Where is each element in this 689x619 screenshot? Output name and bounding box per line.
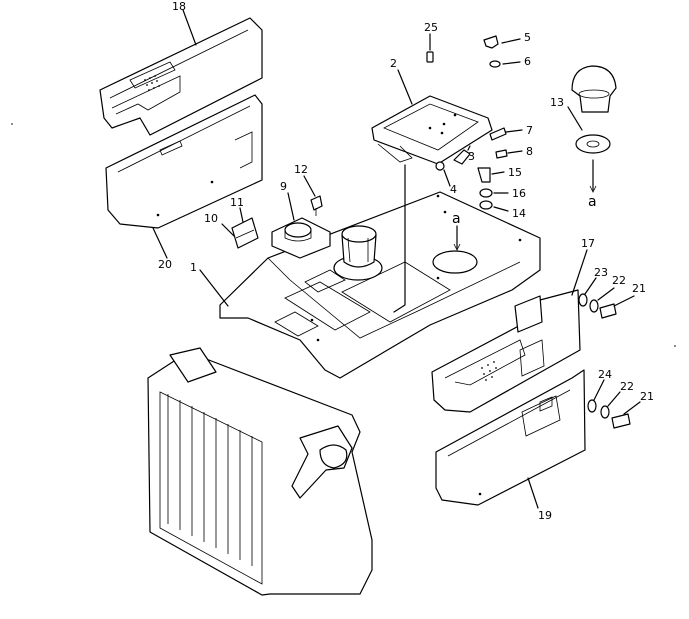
callout-11: 11 [230,196,244,209]
reference-a-knob: a [588,194,597,210]
control-column [333,225,383,281]
callout-15: 15 [508,166,522,179]
part-14-washer [479,200,493,210]
callout-labels: 18 25 5 6 2 13 7 8 3 15 4 16 14 12 9 11 … [158,0,654,522]
callout-25: 25 [424,21,438,34]
registration-dot [11,123,13,125]
part-16-washer [479,188,493,198]
part-17-upper-right-cover [431,289,581,413]
callout-22-lower: 22 [620,380,634,393]
callout-12: 12 [294,163,308,176]
part-7-bolt [489,127,507,141]
callout-7: 7 [526,124,533,137]
callout-24: 24 [598,368,612,381]
callout-21-lower: 21 [640,390,654,403]
callout-10: 10 [204,212,218,225]
part-20-lower-left-cover [105,94,263,229]
callout-18: 18 [172,0,186,13]
part-22-washer-a [589,299,599,313]
part-11-bracket [231,217,259,249]
part-23-washer [578,293,588,307]
part-19-lower-right-cover [435,369,586,506]
callout-23: 23 [594,266,608,279]
part-3-bolt [453,149,471,165]
part-18-upper-left-cover [99,17,263,136]
part-2-top-plate [371,95,493,165]
part-6-washer [489,60,501,68]
part-4-nut [435,161,445,171]
part-9-cap-housing [271,217,331,259]
leader-lines [152,9,641,509]
reference-a-panel: a [452,211,461,227]
callout-3: 3 [468,150,475,163]
callout-19: 19 [538,509,552,522]
callout-4: 4 [450,183,457,196]
callout-22-upper: 22 [612,274,626,287]
part-21-bolt-a [599,303,617,319]
vent-grille-right [481,361,497,381]
callout-14: 14 [512,207,526,220]
radiator-frame [147,347,373,596]
registration-dot [674,345,676,347]
part-1-main-panel [219,191,541,379]
part-5-screw [483,35,499,49]
callout-13: 13 [550,96,564,109]
callout-20: 20 [158,258,172,271]
lead-line-2-down [393,164,406,313]
callout-9: 9 [280,180,287,193]
hardware-group-right [578,293,631,429]
vent-grille [144,75,160,91]
callout-8: 8 [526,145,533,158]
part-13-knob [571,65,617,193]
part-22-washer-b [600,405,610,419]
part-12-bolt [310,195,323,216]
callout-21-upper: 21 [632,282,646,295]
part-8-screw [495,149,508,159]
callout-2: 2 [390,57,397,70]
callout-16: 16 [512,187,526,200]
callout-17: 17 [581,237,595,250]
part-24-washer [587,399,597,413]
part-15-bolt [477,167,491,183]
callout-1: 1 [190,261,197,274]
part-25-pin [426,51,434,63]
callout-5: 5 [524,31,531,44]
reference-a-arrow-panel [453,225,461,251]
part-21-bolt-b [611,413,631,429]
hardware-group-top [426,35,508,210]
callout-6: 6 [524,55,531,68]
